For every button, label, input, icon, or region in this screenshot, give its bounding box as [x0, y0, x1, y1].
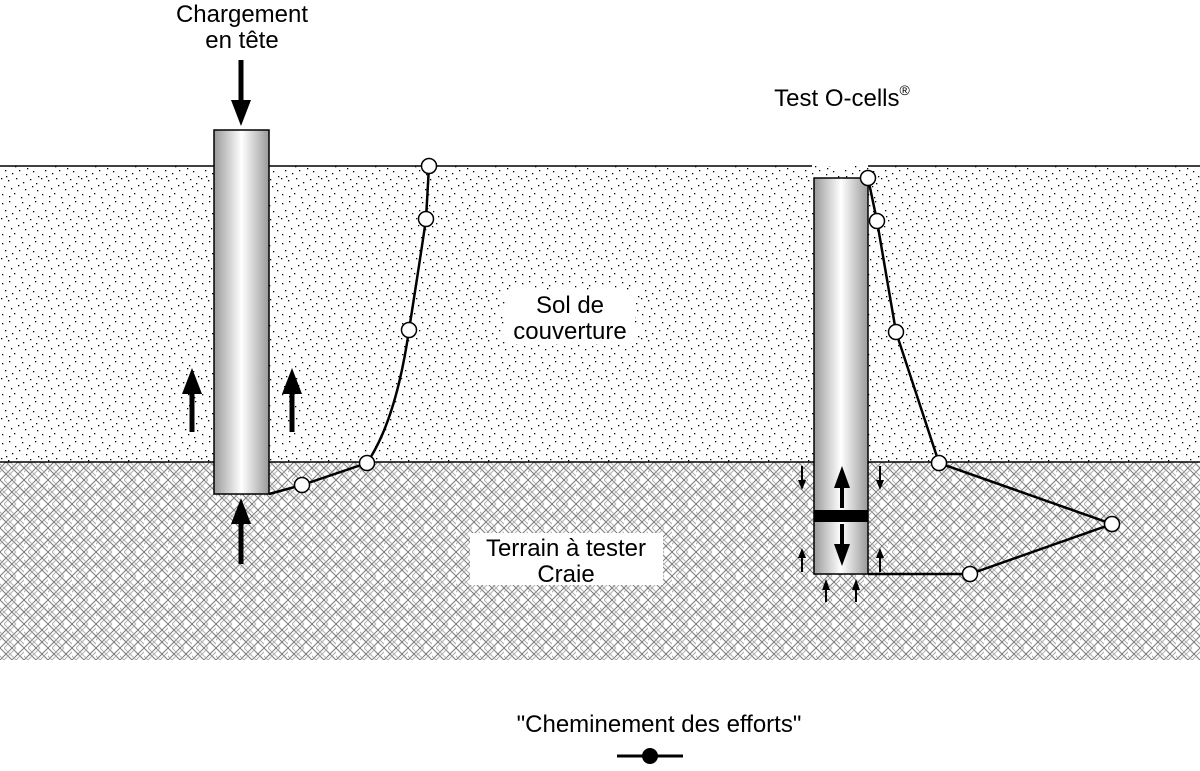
- load-path-node: [400, 321, 418, 339]
- jack-up-arrow: [834, 466, 850, 508]
- cover-soil-label-bg: [505, 290, 635, 344]
- load-path-node: [293, 476, 311, 494]
- small-arrow-down-left: [798, 466, 806, 490]
- cover-soil-label-line2: couverture: [513, 318, 626, 345]
- load-path-node: [930, 454, 948, 472]
- load-path-node: [868, 212, 886, 230]
- jack-down-arrow: [834, 524, 850, 566]
- legend-symbol: [617, 748, 683, 764]
- load-path-node: [961, 565, 979, 583]
- load-path-node: [358, 454, 376, 472]
- small-arrow-down-right: [876, 466, 884, 490]
- test-ground-label-line1: Terrain à tester: [486, 535, 646, 562]
- cover-soil-label-line1: Sol de: [536, 292, 604, 319]
- o-cell-jack: [814, 510, 868, 522]
- top-load-arrow: [231, 60, 251, 126]
- base-arrow-up-left: [822, 579, 830, 602]
- test-ground-label-bg: [470, 533, 663, 585]
- test-ground-label-line2: Craie: [537, 561, 594, 588]
- left-pile: [213, 129, 270, 495]
- load-path-node: [859, 169, 877, 187]
- base-reaction-arrow: [231, 498, 251, 564]
- left-title-line2: en tête: [205, 27, 278, 54]
- small-arrow-up-left: [798, 548, 806, 572]
- load-path-node: [417, 210, 435, 228]
- shaft-friction-arrow-right: [282, 368, 302, 432]
- load-path-node: [887, 323, 905, 341]
- base-arrow-up-right: [852, 579, 860, 602]
- shaft-friction-arrow-left: [182, 368, 202, 432]
- load-path-node: [420, 157, 438, 175]
- legend-label: "Cheminement des efforts": [517, 711, 802, 738]
- left-title-line1: Chargement: [176, 1, 308, 28]
- small-arrow-up-right: [876, 548, 884, 572]
- right-title: Test O-cells®: [774, 82, 910, 112]
- load-path-node: [1103, 515, 1121, 533]
